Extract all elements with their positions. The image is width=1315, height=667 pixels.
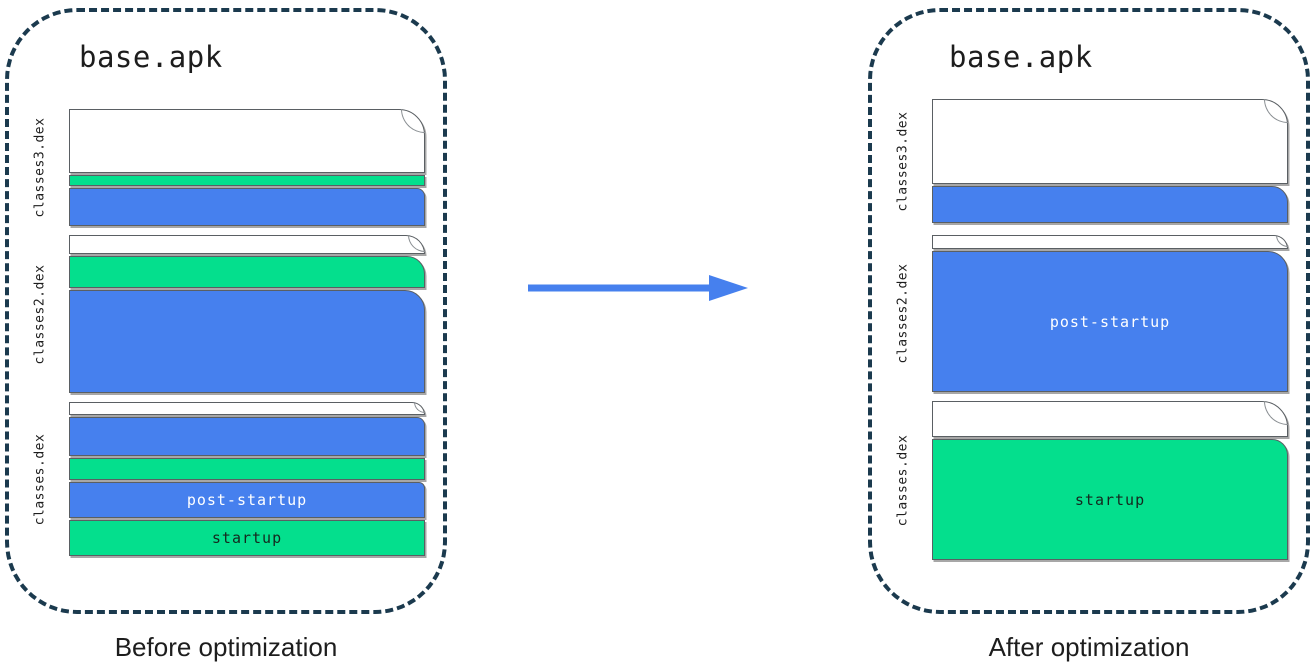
file-name-label-wrap: classes3.dex bbox=[878, 99, 928, 223]
segment-startup bbox=[69, 458, 425, 480]
segment-post-startup bbox=[69, 417, 425, 456]
after-apk-container: base.apk classes3.dex classes2.dex post-sta… bbox=[868, 8, 1310, 614]
segment-post-startup: post-startup bbox=[69, 482, 425, 518]
page-fold-icon bbox=[414, 402, 425, 413]
segment-post-startup: post-startup bbox=[932, 251, 1288, 392]
segment-empty bbox=[932, 99, 1288, 184]
file-classes2.dex: classes2.dex bbox=[33, 235, 425, 393]
segment-empty bbox=[69, 235, 425, 254]
file-name-label: classes.dex bbox=[895, 434, 911, 527]
before-apk-container: base.apk classes3.dex classes2.dex classes.… bbox=[5, 8, 447, 614]
segment-label: startup bbox=[1074, 490, 1146, 509]
file-name-label: classes3.dex bbox=[895, 111, 911, 211]
file-classes.dex: classes.dex startup bbox=[896, 401, 1288, 560]
file-name-label-wrap: classes2.dex bbox=[15, 235, 65, 393]
segment-startup bbox=[69, 256, 425, 288]
apk-title: base.apk bbox=[79, 40, 223, 74]
segment-empty bbox=[932, 235, 1288, 249]
right-arrow-icon bbox=[528, 275, 748, 301]
file-name-label-wrap: classes.dex bbox=[878, 401, 928, 560]
segment-post-startup bbox=[69, 290, 425, 393]
segment-empty bbox=[932, 401, 1288, 437]
segment-startup bbox=[69, 175, 425, 186]
segment-startup: startup bbox=[69, 520, 425, 556]
transform-arrow bbox=[528, 271, 748, 305]
segment-startup: startup bbox=[932, 439, 1288, 560]
file-name-label: classes2.dex bbox=[32, 264, 48, 364]
file-name-label: classes3.dex bbox=[32, 117, 48, 218]
page-fold-icon bbox=[1264, 401, 1288, 425]
file-name-label: classes2.dex bbox=[895, 263, 911, 364]
segment-label: startup bbox=[211, 529, 283, 547]
page-fold-icon bbox=[408, 235, 425, 252]
before-caption: Before optimization bbox=[114, 632, 338, 662]
file-name-label-wrap: classes3.dex bbox=[15, 109, 65, 226]
segment-label: post-startup bbox=[186, 491, 308, 509]
page-fold-icon bbox=[1264, 99, 1288, 123]
page-fold-icon bbox=[401, 109, 425, 133]
file-name-label-wrap: classes.dex bbox=[15, 402, 65, 556]
segment-empty bbox=[69, 402, 425, 415]
file-name-label: classes.dex bbox=[32, 433, 48, 525]
file-classes3.dex: classes3.dex bbox=[33, 109, 425, 226]
apk-title: base.apk bbox=[949, 40, 1093, 74]
page-fold-icon bbox=[1276, 235, 1288, 247]
file-classes3.dex: classes3.dex bbox=[896, 99, 1288, 223]
file-classes.dex: classes.dex post-startup startup bbox=[33, 402, 425, 556]
file-name-label-wrap: classes2.dex bbox=[878, 235, 928, 392]
segment-empty bbox=[69, 109, 425, 173]
file-classes2.dex: classes2.dex post-startup bbox=[896, 235, 1288, 392]
after-caption: After optimization bbox=[988, 632, 1190, 662]
segment-post-startup bbox=[932, 186, 1288, 223]
segment-label: post-startup bbox=[1049, 312, 1171, 331]
segment-post-startup bbox=[69, 188, 425, 226]
